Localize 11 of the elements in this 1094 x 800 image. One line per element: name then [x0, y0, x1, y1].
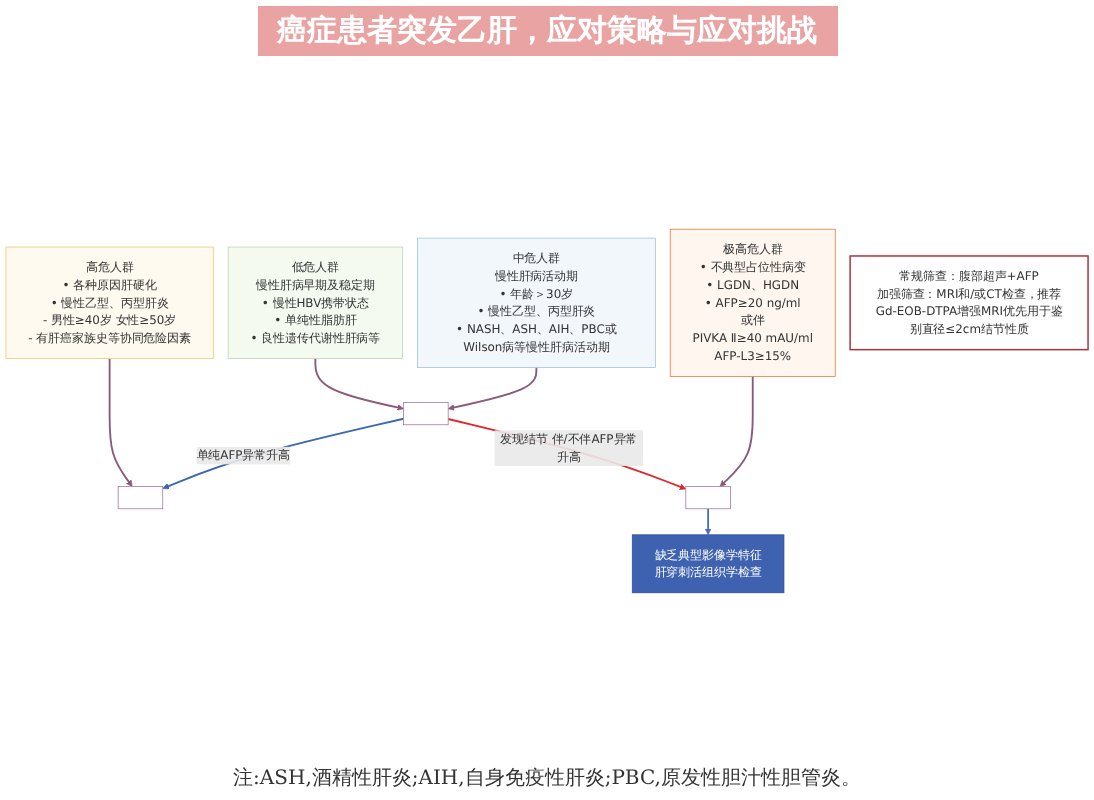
arrow — [719, 375, 754, 487]
note-text: 注:ASH,酒精性肝炎;AIH,自身免疫性肝炎;PBC,原发性胆汁性胆管炎。 — [233, 765, 861, 792]
node-box — [403, 402, 449, 426]
node-box — [117, 486, 164, 510]
node-box — [685, 486, 731, 510]
arrow — [314, 357, 404, 411]
arrow — [704, 507, 712, 536]
arrow — [108, 357, 133, 487]
arrow — [447, 366, 538, 411]
title: 癌症患者突发乙肝，应对策略与应对挑战 — [257, 6, 837, 56]
arrow — [162, 417, 405, 490]
